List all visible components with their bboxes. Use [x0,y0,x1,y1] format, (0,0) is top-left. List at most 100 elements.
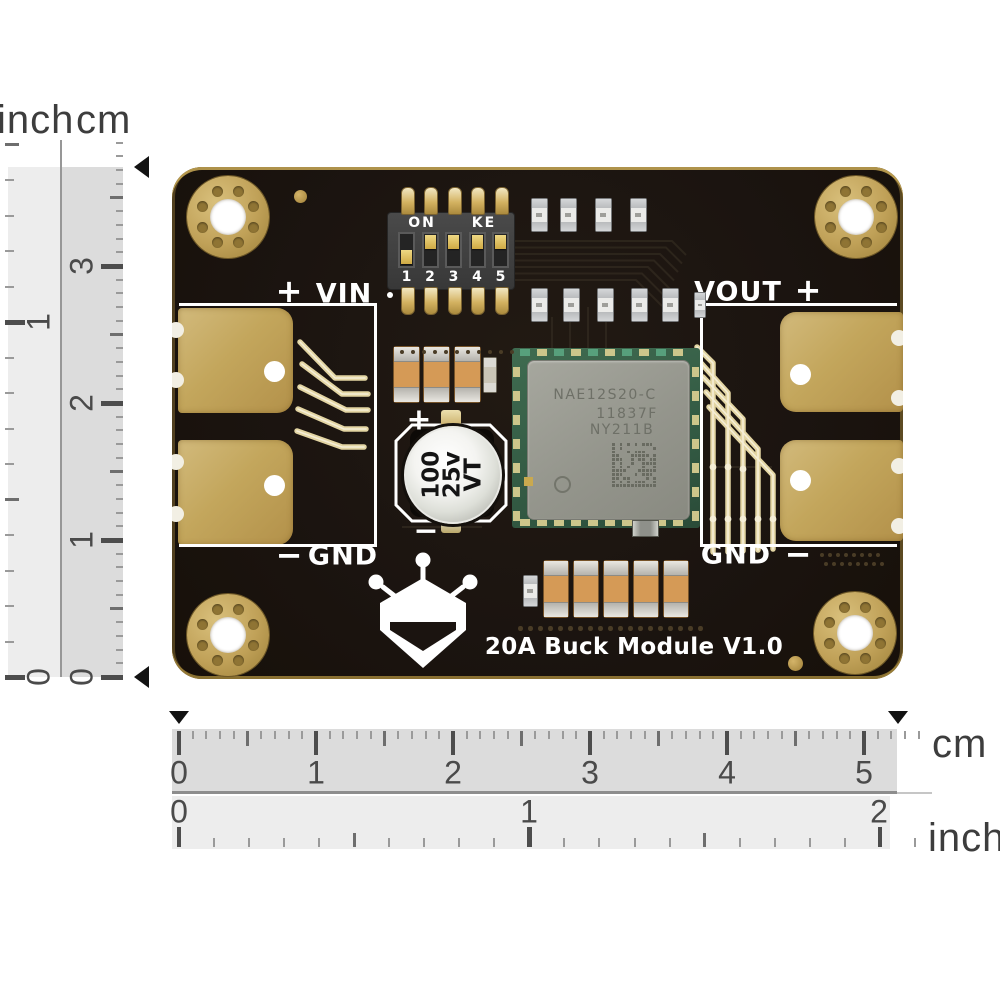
gnd-right-minus-label: − [784,535,812,573]
hruler-cm-tick [602,731,605,739]
module-edge-pad [656,519,666,526]
hruler-cm-tick [861,731,867,755]
dip-pin [471,287,485,315]
datamatrix-cell [649,443,653,446]
datamatrix-cell [623,476,627,480]
datamatrix-cell [653,458,657,461]
hruler-inch-tick [563,838,566,847]
pad-hole [264,361,285,382]
hruler-cm-tick [479,731,482,739]
hruler-cm-tick [534,731,537,739]
resistor-terminal [563,312,579,321]
vruler-cm-tick [101,537,123,543]
mounting-hole-via [248,200,260,212]
module-edge-pad [554,519,564,526]
castellation-notch [172,454,184,470]
via-dot [698,626,703,631]
vruler-cm-tick [116,278,123,281]
castellation-notch [891,458,903,474]
module-edge-pad [639,349,649,356]
vruler-cm-number: 1 [63,531,100,549]
hruler-cm-tick [219,731,222,739]
datamatrix-cell [634,484,638,488]
via-dot [578,626,583,631]
datamatrix-cell [615,473,619,476]
capacitor-plus-mark: + [406,402,432,438]
capacitor-terminal [423,346,449,362]
hruler-cm-number: 4 [718,754,736,791]
mounting-hole-via [211,185,223,197]
vruler-inch-tick [5,214,14,217]
vruler-inch-tick [5,674,25,680]
datamatrix-cell [623,484,627,488]
datamatrix-cell [645,469,649,473]
ceramic-capacitor [663,560,689,618]
via-dot [400,350,404,354]
hruler-cm-tick [753,731,756,739]
pad-hole [264,475,285,496]
mounting-hole-via [838,601,850,613]
capacitor-terminal [393,346,419,362]
smd-resistor [562,288,580,322]
dip-pin [400,287,415,315]
datamatrix-cell [642,458,645,461]
mounting-hole-via [211,237,223,249]
hruler-cm-tick [643,731,646,739]
via-dot [588,626,593,631]
vruler-cm-tick [116,155,123,158]
hruler-cm-tick [890,731,893,739]
hruler-inch-tick [318,838,321,847]
smd-resistor [530,288,548,322]
vertical-ruler-divider [59,140,62,677]
mounting-hole-via [860,601,872,613]
datamatrix-cell [653,454,657,458]
hruler-inch-tick [808,838,811,847]
vout-plus-pad [780,312,903,412]
resistor-terminal [563,289,579,298]
electrolytic-capacitor: 100 25v VT [404,426,502,524]
module-edge-pad [520,349,530,356]
via-dot [852,553,856,557]
hruler-inch-tick [213,838,216,847]
datamatrix-cell [634,473,638,476]
castellation-notch [172,322,184,338]
datamatrix-cell [634,443,638,446]
ceramic-capacitor [453,345,481,403]
vruler-cm-tick [116,374,123,377]
mounting-hole-via [196,200,208,212]
vruler-cm-number: 0 [63,668,100,686]
smd-capacitor [483,357,497,393]
mounting-hole-via [838,653,850,665]
via-dot [856,562,860,566]
capacitor-silkscreen-octagon [394,423,508,523]
hruler-cm-tick [904,731,907,739]
capacitor-terminal [604,602,628,617]
datamatrix-cell [653,465,657,469]
datamatrix-cell [612,476,615,480]
vruler-cm-tick [116,415,123,418]
hruler-inch-number: 2 [870,793,888,830]
dip-on-label: ON [408,215,436,231]
mounting-hole-via [233,655,245,667]
via-dot [864,562,868,566]
vruler-cm-number: 3 [63,257,100,275]
via-dot [528,626,533,631]
vruler-cm-tick [116,292,123,295]
vruler-inch-tick [5,569,14,572]
mounting-hole-via [824,222,836,234]
hruler-cm-tick [561,731,564,739]
module-edge-pad [673,349,683,356]
vruler-inch-tick [5,498,19,501]
resistor-marking [635,213,641,217]
hruler-cm-tick [287,731,290,739]
hruler-cm-tick [191,731,194,739]
datamatrix-cell [627,480,630,484]
hruler-inch-tick [843,838,846,847]
module-edge-pad [692,463,699,473]
hruler-inch-tick [668,838,671,847]
mounting-hole-via [876,200,888,212]
datamatrix-cell [642,484,645,488]
hruler-inch-number: 1 [520,793,538,830]
via-dot [872,562,876,566]
datamatrix-cell [619,473,623,476]
